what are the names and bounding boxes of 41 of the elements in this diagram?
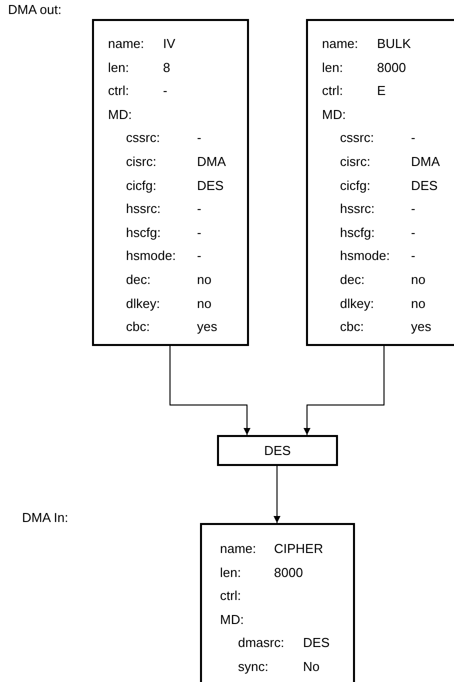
record-box [200, 523, 355, 682]
field-row: cbc: yes [340, 319, 432, 334]
field-row: sync: No [238, 658, 320, 674]
field-row: name: IV [108, 36, 176, 51]
field-row: cisrc: DMA [126, 154, 226, 169]
field-row: cisrc: DMA [340, 154, 440, 169]
field-row: ctrl: E [322, 83, 386, 98]
field-row: len: 8000 [322, 60, 406, 75]
field-row: ctrl: - [108, 83, 168, 98]
field-row: len: 8000 [220, 564, 303, 580]
process-box: DES [217, 435, 338, 466]
field-row: cbc: yes [126, 319, 218, 334]
field-row-text: MD: [108, 106, 133, 122]
section-label: DMA In: [22, 510, 68, 525]
field-row-text: MD: [322, 106, 347, 122]
field-row: hssrc: - [340, 201, 416, 216]
field-row: dec: no [340, 272, 426, 287]
field-row: dlkey: no [126, 296, 212, 311]
field-row-text: ctrl: [220, 588, 242, 604]
field-row: hssrc: - [126, 201, 202, 216]
field-row: len: 8 [108, 60, 170, 75]
field-row: cicfg: DES [340, 178, 438, 193]
field-row: cssrc: - [126, 130, 202, 146]
arrow [170, 346, 250, 436]
field-row: dmasrc: DES [238, 635, 330, 650]
record-box [92, 19, 249, 346]
field-row-text: MD: [220, 612, 245, 627]
field-row: dlkey: no [340, 296, 426, 311]
field-row: hsmode: - [126, 248, 202, 264]
arrow [274, 466, 280, 524]
field-row: cssrc: - [340, 130, 416, 146]
arrow [304, 346, 384, 436]
field-row: name: CIPHER [220, 541, 324, 556]
field-row: hsmode: - [340, 248, 416, 264]
field-row: hscfg: - [126, 224, 202, 240]
section-label: DMA out: [8, 2, 62, 17]
field-row: hscfg: - [340, 224, 416, 240]
field-row: cicfg: DES [126, 178, 224, 193]
field-row: dec: no [126, 272, 212, 287]
record-box [306, 19, 454, 346]
field-row: name: BULK [322, 36, 411, 51]
